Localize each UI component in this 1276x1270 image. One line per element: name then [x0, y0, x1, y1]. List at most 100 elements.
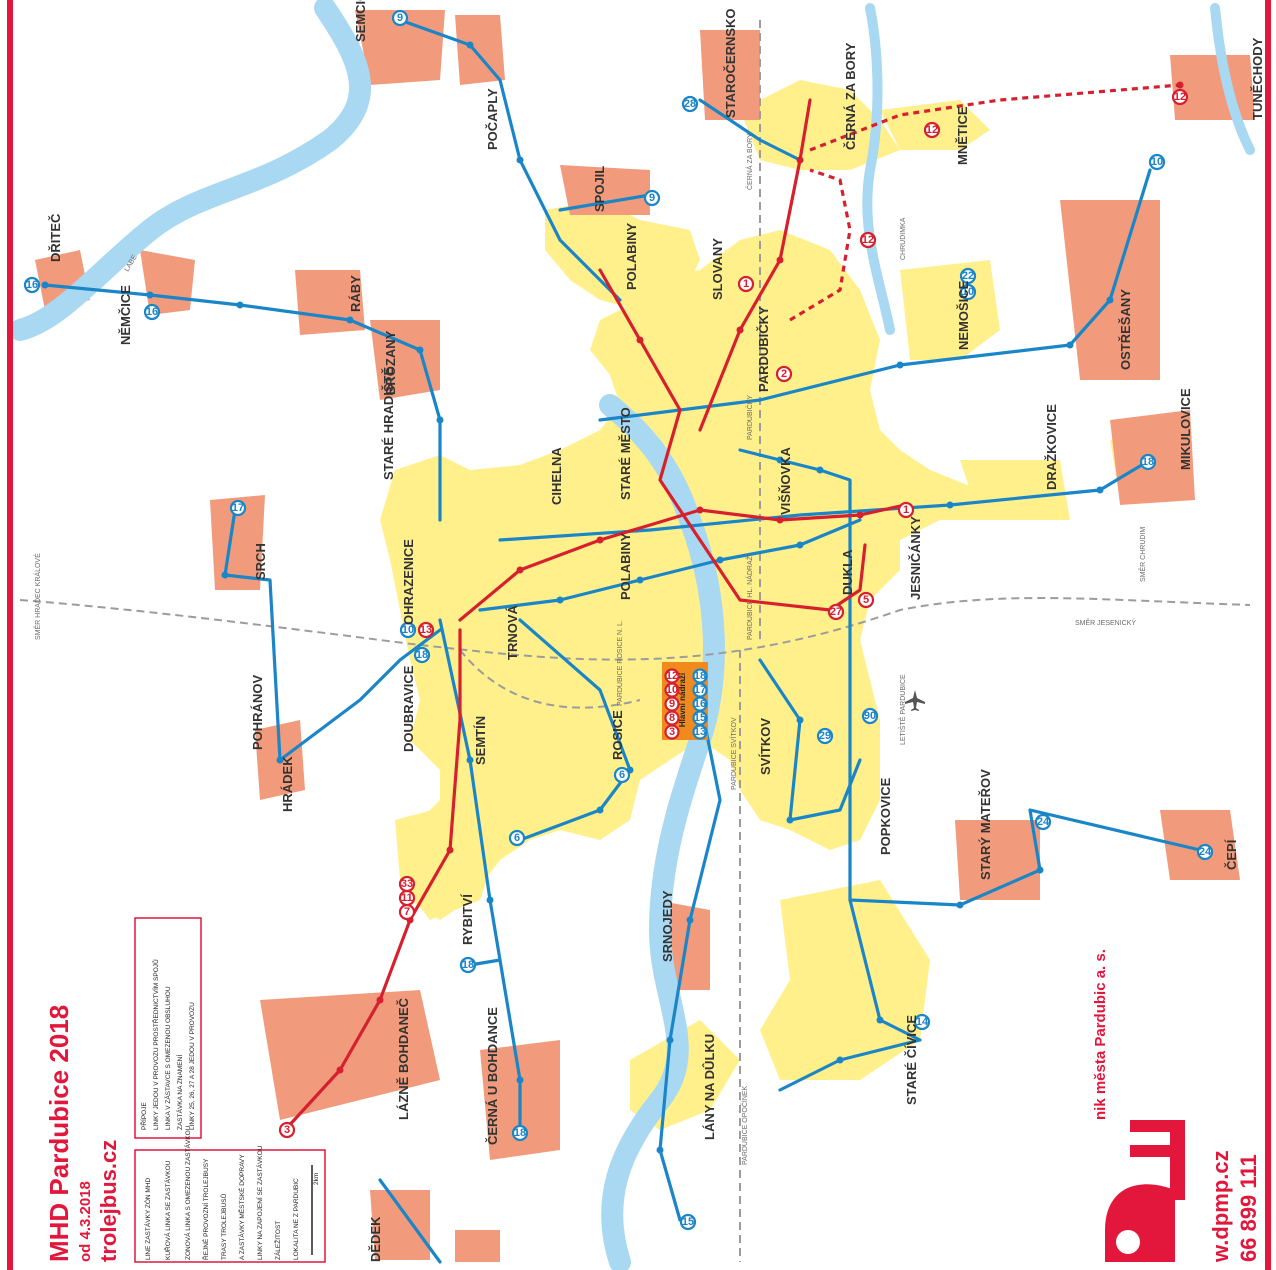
line-badge-24[interactable]: 24 [1034, 813, 1052, 831]
stop-dot[interactable] [516, 156, 524, 164]
stop-dot[interactable] [786, 816, 794, 824]
stop-dot-trolley[interactable] [696, 506, 704, 514]
district-stary-materov: STARÝ MATEŘOV [978, 769, 993, 880]
hub-badge[interactable]: 8 [664, 710, 680, 726]
legend-box-lower [134, 1149, 326, 1263]
stop-dot[interactable] [276, 756, 284, 764]
stop-dot[interactable] [716, 556, 724, 564]
stop-dot[interactable] [486, 896, 494, 904]
stop-dot[interactable] [466, 756, 474, 764]
stop-dot[interactable] [221, 571, 229, 579]
line-badge-13[interactable]: 13 [417, 621, 435, 639]
stop-dot-trolley[interactable] [776, 516, 784, 524]
stop-dot-trolley[interactable] [596, 536, 604, 544]
hub-badge[interactable]: 18 [692, 668, 708, 684]
line-badge-17[interactable]: 17 [229, 499, 247, 517]
line-badge-2[interactable]: 2 [775, 365, 793, 383]
line-badge-27[interactable]: 27 [827, 603, 845, 621]
stop-dot-trolley[interactable] [376, 996, 384, 1004]
stop-dot[interactable] [436, 416, 444, 424]
line-badge-12[interactable]: 12 [923, 121, 941, 139]
line-badge-33[interactable]: 33 [398, 875, 416, 893]
stop-dot[interactable] [146, 291, 154, 299]
stop-dot[interactable] [1036, 866, 1044, 874]
stop-dot-trolley[interactable] [736, 326, 744, 334]
stop-dot[interactable] [1106, 296, 1114, 304]
hub-badge[interactable]: 10 [664, 682, 680, 698]
line-badge-18[interactable]: 18 [1139, 453, 1157, 471]
line-badge-6[interactable]: 6 [613, 766, 631, 784]
stop-dot[interactable] [796, 716, 804, 724]
stop-dot[interactable] [416, 346, 424, 354]
line-badge-28[interactable]: 28 [681, 95, 699, 113]
line-badge-29[interactable]: 29 [816, 727, 834, 745]
stop-dot[interactable] [516, 1076, 524, 1084]
stop-dot[interactable] [556, 596, 564, 604]
hub-badge[interactable]: 13 [692, 724, 708, 740]
line-badge-22[interactable]: 22 [959, 267, 977, 285]
stop-dot[interactable] [796, 541, 804, 549]
urban-area-spojil [545, 200, 700, 310]
stop-dot-trolley[interactable] [776, 256, 784, 264]
hub-main-station[interactable]: Hlavní nádraží 3 8 9 10 12 13 15 16 17 1… [662, 662, 708, 740]
line-badge-24[interactable]: 24 [1196, 843, 1214, 861]
line-badge-12[interactable]: 12 [1171, 88, 1189, 106]
hub-badge[interactable]: 16 [692, 696, 708, 712]
stop-dot[interactable] [876, 1016, 884, 1024]
line-badge-5[interactable]: 5 [857, 591, 875, 609]
stop-dot[interactable] [656, 1146, 664, 1154]
stop-dot-trolley[interactable] [636, 336, 644, 344]
line-badge-18[interactable]: 18 [459, 956, 477, 974]
stop-dot-trolley[interactable] [1176, 81, 1184, 89]
line-badge-14[interactable]: 14 [913, 1013, 931, 1031]
district-dubravice: DOUBRAVICE [401, 665, 416, 752]
line-badge-90[interactable]: 90 [861, 707, 879, 725]
line-badge-6[interactable]: 6 [508, 829, 526, 847]
line-badge-10[interactable]: 10 [959, 283, 977, 301]
line-badge-18[interactable]: 18 [413, 646, 431, 664]
label-pardubicky-rail: PARDUBIČKY [745, 395, 754, 440]
line-badge-15[interactable]: 15 [679, 1213, 697, 1231]
line-badge-18[interactable]: 18 [511, 1124, 529, 1142]
line-badge-9[interactable]: 9 [391, 9, 409, 27]
stop-dot[interactable] [776, 456, 784, 464]
stop-dot[interactable] [946, 501, 954, 509]
stop-dot-trolley[interactable] [796, 156, 804, 164]
hub-badge[interactable]: 3 [664, 724, 680, 740]
stop-dot-trolley[interactable] [856, 511, 864, 519]
line-badge-7[interactable]: 7 [398, 903, 416, 921]
district-svitkov: SVÍTKOV [758, 718, 773, 775]
stop-dot[interactable] [466, 41, 474, 49]
hub-badge[interactable]: 17 [692, 682, 708, 698]
line-badge-1[interactable]: 1 [737, 275, 755, 293]
stop-dot[interactable] [346, 316, 354, 324]
line-badge-3[interactable]: 3 [278, 1121, 296, 1139]
line-badge-12[interactable]: 12 [859, 231, 877, 249]
label-opocinek-rail: PARDUBICE OPOČÍNEK [740, 1085, 749, 1165]
line-badge-16[interactable]: 16 [143, 303, 161, 321]
hub-badge[interactable]: 9 [664, 696, 680, 712]
line-badge-1[interactable]: 1 [897, 501, 915, 519]
line-badge-16[interactable]: 16 [23, 276, 41, 294]
stop-dot-trolley[interactable] [336, 1066, 344, 1074]
stop-dot-trolley[interactable] [446, 846, 454, 854]
line-badge-11[interactable]: 11 [398, 889, 416, 907]
line-badge-9[interactable]: 9 [643, 189, 661, 207]
stop-dot[interactable] [896, 361, 904, 369]
stop-dot[interactable] [236, 301, 244, 309]
line-badge-10[interactable]: 10 [399, 621, 417, 639]
stop-dot[interactable] [596, 806, 604, 814]
stop-dot[interactable] [956, 901, 964, 909]
stop-dot[interactable] [836, 1056, 844, 1064]
stop-dot-trolley[interactable] [516, 566, 524, 574]
hub-badge[interactable]: 15 [692, 710, 708, 726]
stop-dot[interactable] [816, 466, 824, 474]
hub-badge[interactable]: 12 [664, 668, 680, 684]
stop-dot[interactable] [1066, 341, 1074, 349]
stop-dot[interactable] [636, 576, 644, 584]
stop-dot[interactable] [686, 916, 694, 924]
stop-dot[interactable] [1096, 486, 1104, 494]
line-badge-10[interactable]: 10 [1148, 153, 1166, 171]
stop-dot[interactable] [666, 1036, 674, 1044]
stop-dot[interactable] [41, 281, 49, 289]
